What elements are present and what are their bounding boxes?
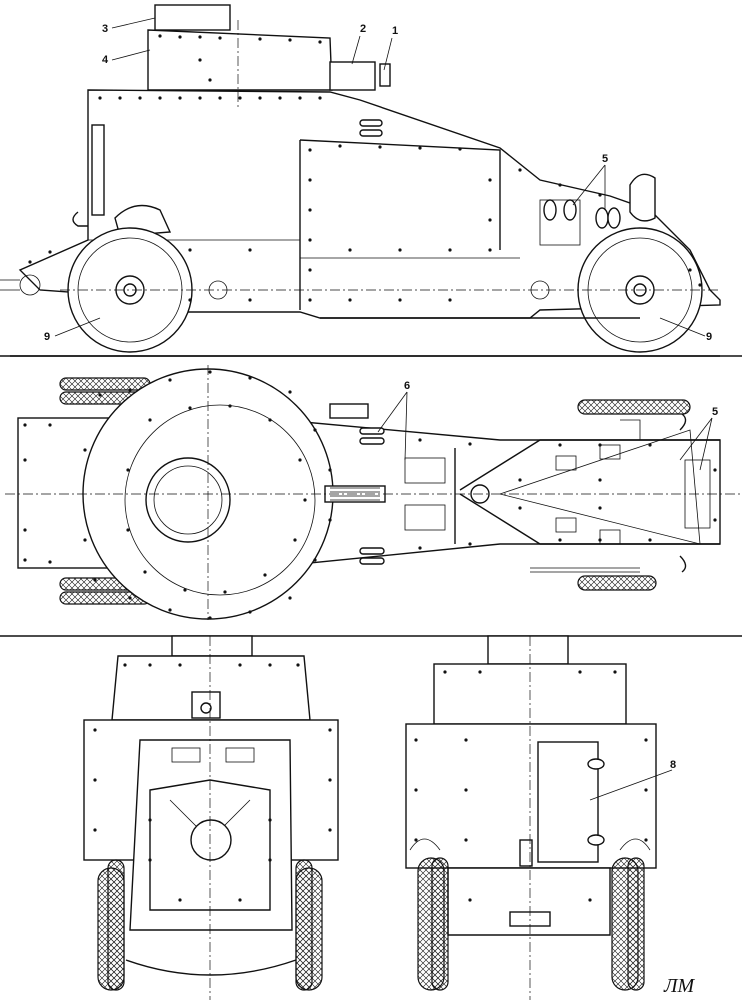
callout-6: 6 (404, 380, 410, 392)
callout-9-left: 9 (44, 331, 50, 343)
callouts: 1 2 3 4 5 5 6 8 9 9 (44, 17, 718, 801)
top-view (5, 365, 740, 620)
callout-5-side: 5 (602, 153, 608, 165)
front-radiator-port (190, 819, 232, 861)
side-headlight (629, 173, 656, 222)
side-periscope-1 (379, 63, 391, 87)
front-view (83, 635, 339, 1000)
side-box-2 (329, 61, 376, 91)
rear-door (537, 741, 599, 863)
top-hatch (145, 457, 231, 543)
callout-5-top: 5 (712, 406, 718, 418)
side-view (0, 4, 721, 357)
side-cupola (154, 4, 231, 31)
callout-1: 1 (392, 25, 398, 37)
callout-9-right: 9 (706, 331, 712, 343)
callout-2: 2 (360, 23, 366, 35)
side-wheel-rear (67, 227, 193, 353)
author-signature: ЛМ (663, 975, 696, 997)
side-turret (147, 29, 333, 91)
callout-4: 4 (102, 54, 109, 66)
top-tire-rear-left (59, 377, 151, 391)
callout-8: 8 (670, 759, 676, 771)
callout-3: 3 (102, 23, 108, 35)
rear-view (405, 635, 657, 1000)
